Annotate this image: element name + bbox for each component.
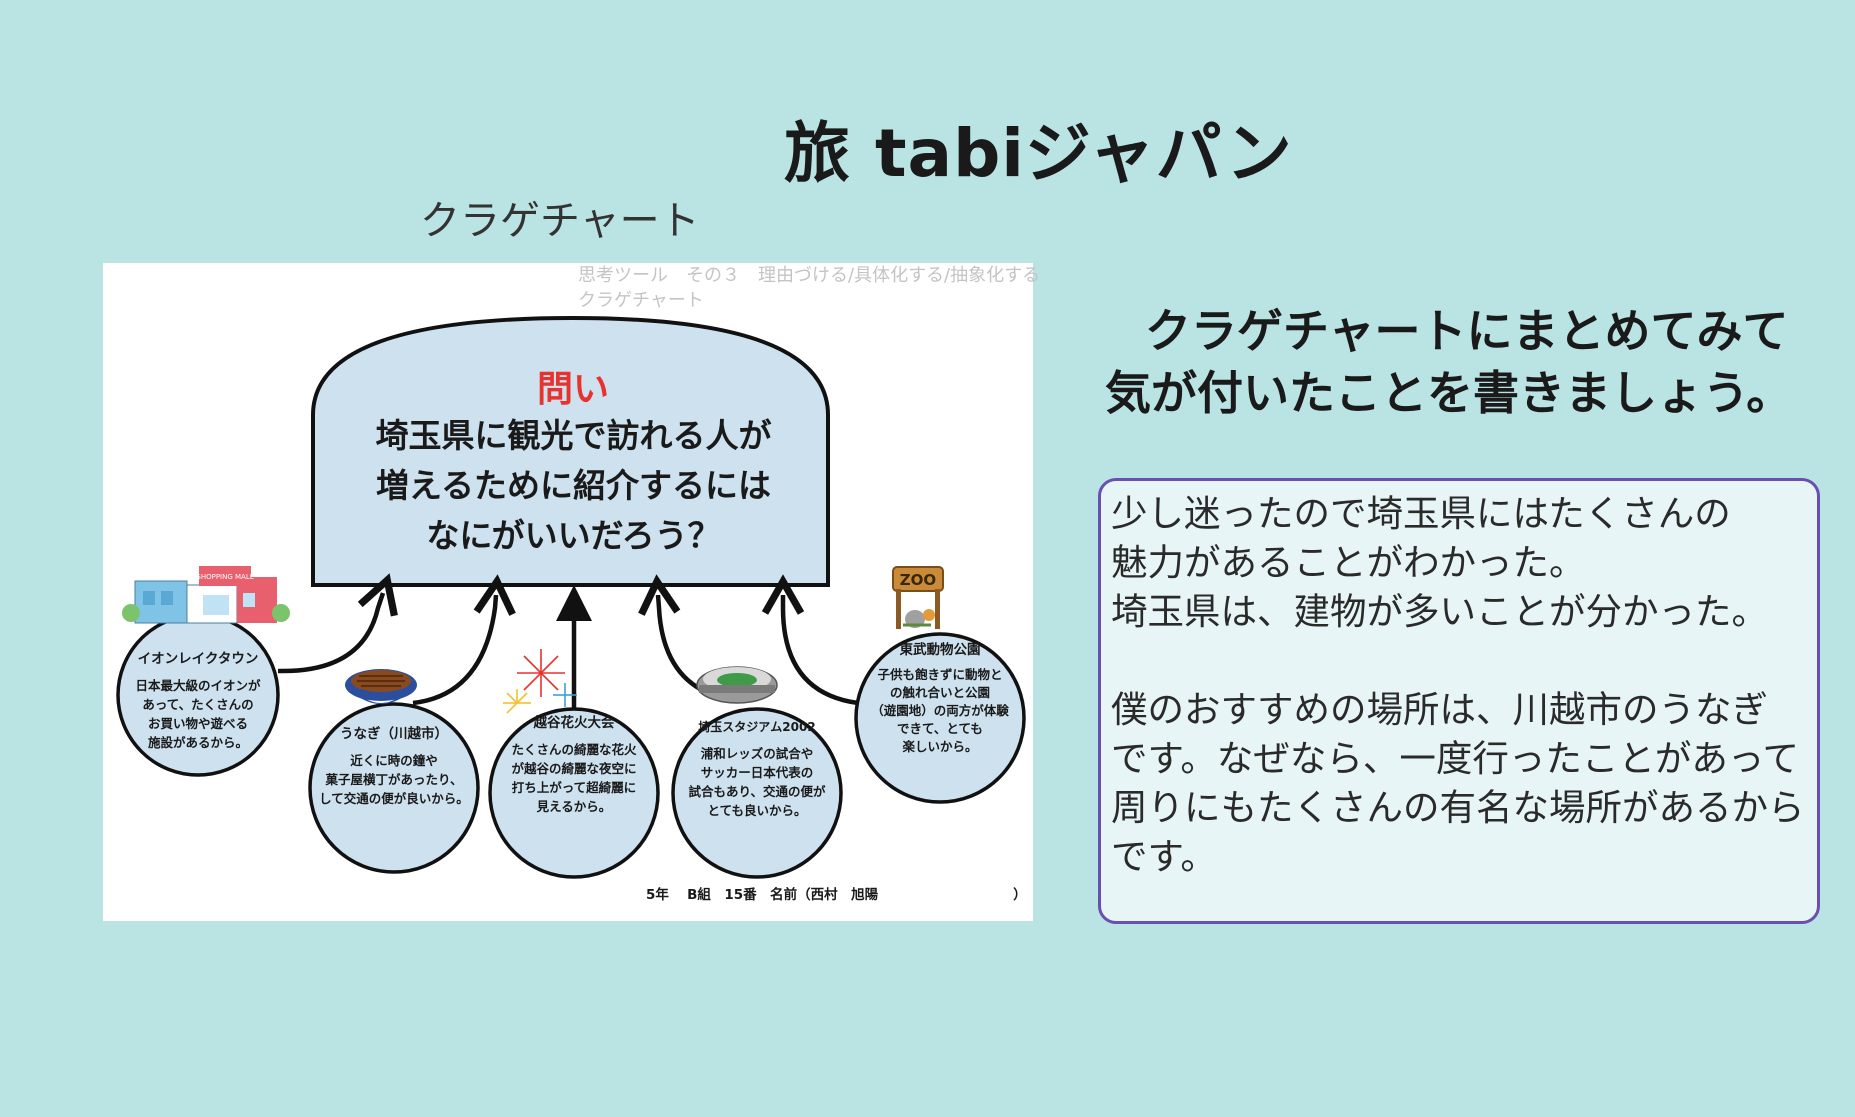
bubble-circle-5: [854, 632, 1026, 804]
bubble-line: お買い物や遊べる: [147, 716, 248, 731]
question-line-1: 埼玉県に観光で訪れる人が: [375, 416, 772, 455]
bubble-line: 見えるから。: [536, 799, 612, 814]
bubble-title: 埼玉スタジアム2002: [698, 720, 816, 734]
bubble-line: 試合もあり、交通の便が: [688, 784, 826, 799]
reason-bubble-stadium: 埼玉スタジアム2002 浦和レッズの試合や サッカー日本代表の 試合もあり、交通…: [667, 718, 847, 820]
reason-bubble-zoo: 東武動物公園 子供も飽きずに動物と の触れ合いと公園 （遊園地）の両方が体験 で…: [850, 641, 1030, 756]
bubble-line: 施設があるから。: [147, 735, 248, 750]
reason-bubble-unagi: うなぎ（川越市） 近くに時の鐘や 菓子屋横丁があったり、 して交通の便が良いから…: [294, 725, 494, 808]
bubble-title: イオンレイクタウン: [137, 651, 259, 667]
bubble-line: 楽しいから。: [902, 739, 978, 754]
tentacle-arrow-2: [412, 574, 516, 706]
bubble-line: して交通の便が良いから。: [319, 791, 469, 806]
bubble-circle-3: [488, 707, 660, 879]
bubble-line: できて、とても: [897, 721, 983, 736]
bubble-circle-2: [308, 702, 480, 874]
reason-bubble-fireworks: 越谷花火大会 たくさんの綺麗な花火 が越谷の綺麗な夜空に 打ち上がって超綺麗に …: [484, 714, 664, 816]
jellyfish-head: [311, 315, 830, 587]
answer-text-box[interactable]: 少し迷ったので埼玉県にはたくさんの 魅力があることがわかった。 埼玉県は、建物が…: [1098, 478, 1820, 924]
worksheet-image: 思考ツール その３ 理由づける/具体化する/抽象化する クラゲチャート: [103, 263, 1040, 921]
bubble-line: 浦和レッズの試合や: [700, 746, 814, 761]
fireworks-icon: [503, 649, 577, 714]
instruction-line-1: クラゲチャートにまとめてみて: [1145, 304, 1789, 358]
svg-text:ZOO: ZOO: [900, 571, 936, 589]
bubble-line: 菓子屋横丁があったり、: [325, 772, 463, 787]
question-line-3: なにがいいだろう？: [426, 516, 721, 555]
bubble-title: 東武動物公園: [899, 642, 981, 658]
bubble-title: 越谷花火大会: [533, 715, 615, 731]
instruction-line-2: 気が付いたことを書きましょう。: [1105, 366, 1793, 420]
bubble-line: たくさんの綺麗な花火: [511, 742, 637, 757]
worksheet-header-line2: クラゲチャート: [578, 290, 704, 311]
bubble-line: 打ち上がって超綺麗に: [511, 780, 637, 795]
reason-bubble-aeon: イオンレイクタウン 日本最大級のイオンが あって、たくさんの お買い物や遊べる …: [118, 650, 278, 752]
stadium-icon: [696, 666, 778, 704]
bubble-line: あって、たくさんの: [142, 697, 254, 712]
page-title: 旅 tabiジャパン: [784, 115, 1293, 192]
jellyfish-chart-drawing: SHOPPING MALL: [116, 315, 1026, 879]
worksheet-header: 思考ツール その３ 理由づける/具体化する/抽象化する クラゲチャート: [578, 263, 1040, 313]
question-text: 埼玉県に観光で訪れる人が 増えるために紹介するには なにがいいだろう？: [301, 411, 846, 561]
question-label: 問い: [536, 369, 609, 410]
tentacle-arrow-5: [761, 574, 859, 706]
shopping-mall-icon: SHOPPING MALL: [122, 566, 290, 624]
question-line-2: 増えるために紹介するには: [375, 466, 771, 505]
bubble-line: が越谷の綺麗な夜空に: [511, 761, 637, 776]
svg-text:SHOPPING MALL: SHOPPING MALL: [196, 573, 253, 581]
bubble-circle-4: [671, 707, 843, 879]
tentacle-arrow-1: [277, 573, 398, 674]
bubble-line: （遊園地）の両方が体験: [871, 703, 1009, 718]
bubble-line: とても良いから。: [707, 803, 807, 818]
bubble-line: 日本最大級のイオンが: [135, 678, 261, 693]
student-name-line: 5年 B組 15番 名前（西村 旭陽 ）: [646, 887, 1027, 903]
instruction-text: クラゲチャートにまとめてみて 気が付いたことを書きましょう。: [1105, 300, 1825, 424]
bubble-line: サッカー日本代表の: [700, 765, 814, 780]
zoo-sign-icon: ZOO: [892, 566, 944, 629]
bubble-line: の触れ合いと公園: [889, 685, 990, 700]
unagi-bowl-icon: [345, 669, 417, 704]
page-subtitle: クラゲチャート: [420, 198, 700, 244]
worksheet-header-line1: 思考ツール その３ 理由づける/具体化する/抽象化する: [578, 265, 1041, 286]
bubble-title: うなぎ（川越市）: [340, 726, 448, 742]
bubble-line: 近くに時の鐘や: [350, 753, 438, 768]
bubble-line: 子供も飽きずに動物と: [877, 667, 1003, 682]
